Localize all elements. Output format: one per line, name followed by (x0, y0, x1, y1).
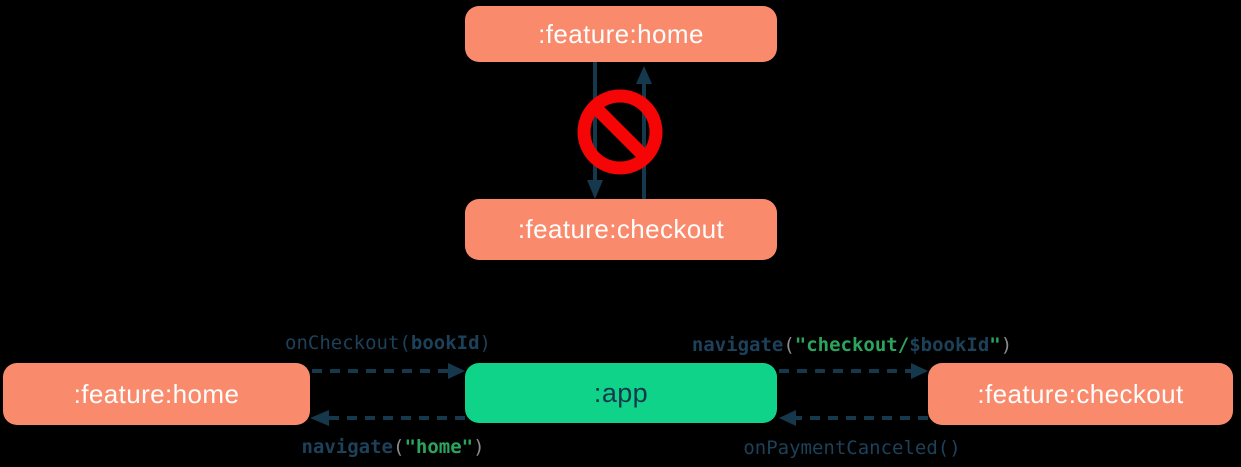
code-token: ) (473, 436, 485, 458)
app-label: :app (593, 377, 649, 408)
code-token: $bookId (909, 334, 990, 356)
label-oncheckout: onCheckout(bookId) (238, 330, 538, 356)
bottom-feature-home-box: :feature:home (3, 363, 310, 425)
code-token: ) (1000, 334, 1013, 356)
code-token: "checkout/ (794, 334, 910, 356)
code-token: "home" (404, 436, 474, 458)
dashed-arrow-home-to-app-icon (312, 363, 465, 379)
label-navigate-checkout: navigate("checkout/$bookId") (672, 332, 1032, 358)
bottom-feature-checkout-label: :feature:checkout (977, 378, 1184, 409)
top-feature-checkout-label: :feature:checkout (517, 214, 725, 244)
app-box: :app (465, 363, 777, 423)
top-feature-home-box: :feature:home (465, 6, 777, 62)
code-token: ( (392, 436, 405, 458)
bottom-feature-checkout-box: :feature:checkout (928, 363, 1233, 425)
label-onpaymentcanceled: onPaymentCanceled() (702, 435, 1002, 461)
dashed-arrow-checkout-to-app-icon (779, 410, 928, 426)
dashed-arrow-app-to-home-icon (310, 410, 465, 426)
code-token: onPaymentCanceled() (743, 437, 961, 459)
top-feature-checkout-box: :feature:checkout (465, 199, 777, 260)
code-token: onCheckout( (285, 332, 411, 354)
code-token: navigate (691, 334, 784, 356)
code-token: navigate (301, 436, 393, 458)
dashed-arrow-app-to-checkout-icon (779, 363, 928, 379)
top-feature-home-label: :feature:home (538, 18, 704, 49)
code-token: bookId (410, 332, 480, 354)
code-token: " (989, 334, 1001, 356)
bottom-feature-home-label: :feature:home (73, 378, 240, 409)
code-token: ) (479, 332, 491, 354)
code-token: ( (783, 334, 795, 356)
no-entry-icon (577, 89, 663, 175)
label-navigate-home: navigate("home") (243, 434, 543, 460)
